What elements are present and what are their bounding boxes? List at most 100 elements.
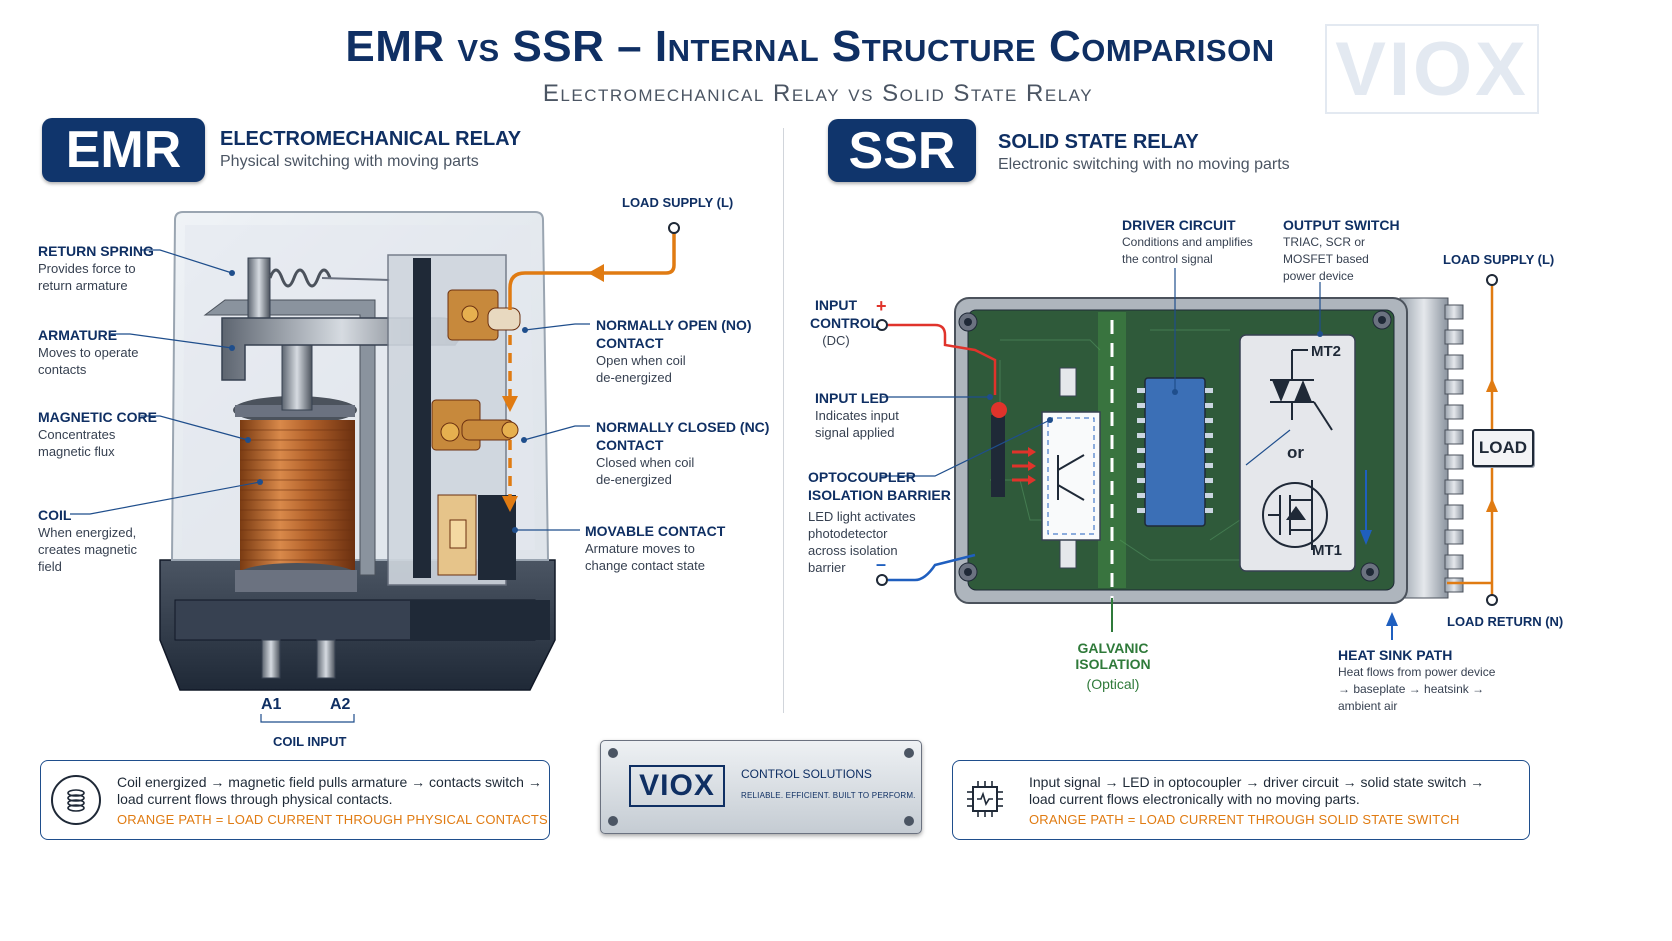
label-desc: Concentrates [38,427,116,442]
brand-plate: VIOX CONTROL SOLUTIONS RELIABLE. EFFICIE… [600,740,922,834]
label-desc: Moves to operate [38,345,139,360]
label-title: MAGNETIC CORE [38,409,157,425]
label-title: COIL [38,507,72,523]
label-title: NORMALLY OPEN (NO) [596,317,752,333]
label-desc: Armature moves to [585,541,695,556]
label-desc: Indicates input [815,408,899,423]
no-contact-terminal [447,289,521,341]
label-title: ARMATURE [38,327,118,343]
label-desc: the control signal [1122,252,1213,266]
label-title: INPUT LED [815,390,889,406]
label-desc: de-energized [596,370,672,385]
label-title: CONTACT [596,437,664,453]
coil-summary-icon [51,775,101,825]
input-led [991,402,1036,497]
label-desc: When energized, [38,525,137,540]
label-movable-contact: MOVABLE CONTACT Armature moves to change… [585,522,725,574]
label-title: GALVANIC ISOLATION [1075,640,1151,672]
label-driver-circuit: DRIVER CIRCUIT Conditions and amplifies … [1122,216,1253,268]
label-title: CONTROL [810,315,880,331]
label-return-spring: RETURN SPRING Provides force to return a… [38,242,154,294]
label-title: INPUT [815,297,857,313]
label-desc: (DC) [822,333,850,348]
chip-icon [967,781,1003,817]
label-desc: contacts [38,362,87,377]
output-switch [1239,334,1372,572]
screw-icon [608,748,618,758]
label-desc: Conditions and amplifies [1122,235,1253,249]
label-title: OPTOCOUPLER [808,469,916,485]
label-desc: MOSFET based [1283,252,1369,266]
or-label: or [1287,443,1304,462]
label-title: ISOLATION BARRIER [808,487,951,503]
page-title: EMR vs SSR – Internal Structure Comparis… [345,22,1275,71]
label-desc: ambient air [1338,699,1398,713]
label-input-led: INPUT LED Indicates input signal applied [815,389,899,441]
label-desc: signal applied [815,425,895,440]
label-nc-contact: NORMALLY CLOSED (NC) CONTACT Closed when… [596,418,769,488]
coil-assembly [233,329,357,592]
emr-subtitle: Physical switching with moving parts [220,153,479,170]
coil-icon [67,789,85,812]
label-title: MOVABLE CONTACT [585,523,726,539]
label-output-switch: OUTPUT SWITCH TRIAC, SCR or MOSFET based… [1283,216,1400,285]
ssr-summary-orange: ORANGE PATH = LOAD CURRENT THROUGH SOLID… [1029,812,1460,827]
label-desc: TRIAC, SCR or [1283,235,1366,249]
page-subtitle: Electromechanical Relay vs Solid State R… [542,80,1094,107]
emr-illustration [70,211,680,723]
emr-summary-box: Coil energized → magnetic field pulls ar… [40,760,550,840]
label-desc: creates magnetic [38,542,137,557]
label-desc: Open when coil [596,353,686,368]
ssr-summary-line2: load current flows electronically with n… [1029,791,1360,807]
label-coil-input: COIL INPUT [273,734,347,749]
driver-ic [1137,377,1213,527]
ssr-summary-line1: Input signal → LED in optocoupler → driv… [1029,774,1485,790]
load-label: LOAD [1478,438,1528,457]
optocoupler-module [1041,367,1101,569]
label-heat-sink-path: HEAT SINK PATH Heat flows from power dev… [1338,646,1495,715]
label-title: HEAT SINK PATH [1338,647,1453,663]
input-plus-sign: + [876,296,887,316]
label-desc: across isolation [808,543,898,558]
input-minus-sign: – [876,554,887,574]
label-desc: (Optical) [1086,676,1140,692]
ssr-input-wires [888,323,997,582]
load-box: LOAD [1472,429,1534,467]
label-galvanic-isolation: GALVANIC ISOLATION (Optical) [1043,640,1183,692]
return-spring [247,257,391,319]
center-divider [783,128,784,713]
mt1-label: MT1 [1312,542,1342,559]
screw-icon [904,748,914,758]
label-desc: barrier [808,560,846,575]
mt2-label: MT2 [1311,343,1341,360]
label-emr-load-supply: LOAD SUPPLY (L) [622,195,734,210]
label-magnetic-core: MAGNETIC CORE Concentrates magnetic flux [38,408,157,460]
ssr-subtitle: Electronic switching with no moving part… [998,156,1290,173]
label-coil: COIL When energized, creates magnetic fi… [38,506,137,575]
emr-summary-orange: ORANGE PATH = LOAD CURRENT THROUGH PHYSI… [117,812,548,827]
label-ssr-load-return: LOAD RETURN (N) [1447,614,1564,629]
ssr-badge: SSR [828,119,976,182]
screw-icon [904,816,914,826]
label-desc: de-energized [596,472,672,487]
label-desc: Closed when coil [596,455,695,470]
label-desc: return armature [38,278,128,293]
emr-summary-line2: load current flows through physical cont… [117,791,393,807]
emr-title: ELECTROMECHANICAL RELAY [220,128,522,150]
emr-summary-line1: Coil energized → magnetic field pulls ar… [117,774,542,790]
emr-load-path [508,233,676,500]
label-desc: photodetector [808,526,888,541]
label-desc: LED light activates [808,509,916,524]
label-optocoupler: OPTOCOUPLER ISOLATION BARRIER LED light … [808,468,951,576]
plate-brand: VIOX [639,769,715,802]
label-title: NORMALLY CLOSED (NC) [596,419,770,435]
label-armature: ARMATURE Moves to operate contacts [38,326,138,378]
label-desc: Heat flows from power device [1338,665,1496,679]
label-desc: power device [1283,269,1354,283]
coil-pins [261,639,336,679]
ssr-summary-box: Input signal → LED in optocoupler → driv… [952,760,1530,840]
ssr-title: SOLID STATE RELAY [998,131,1199,153]
watermark-logo: VIOX [1325,24,1539,114]
label-title: OUTPUT SWITCH [1283,217,1400,233]
heatsink [1399,297,1464,599]
